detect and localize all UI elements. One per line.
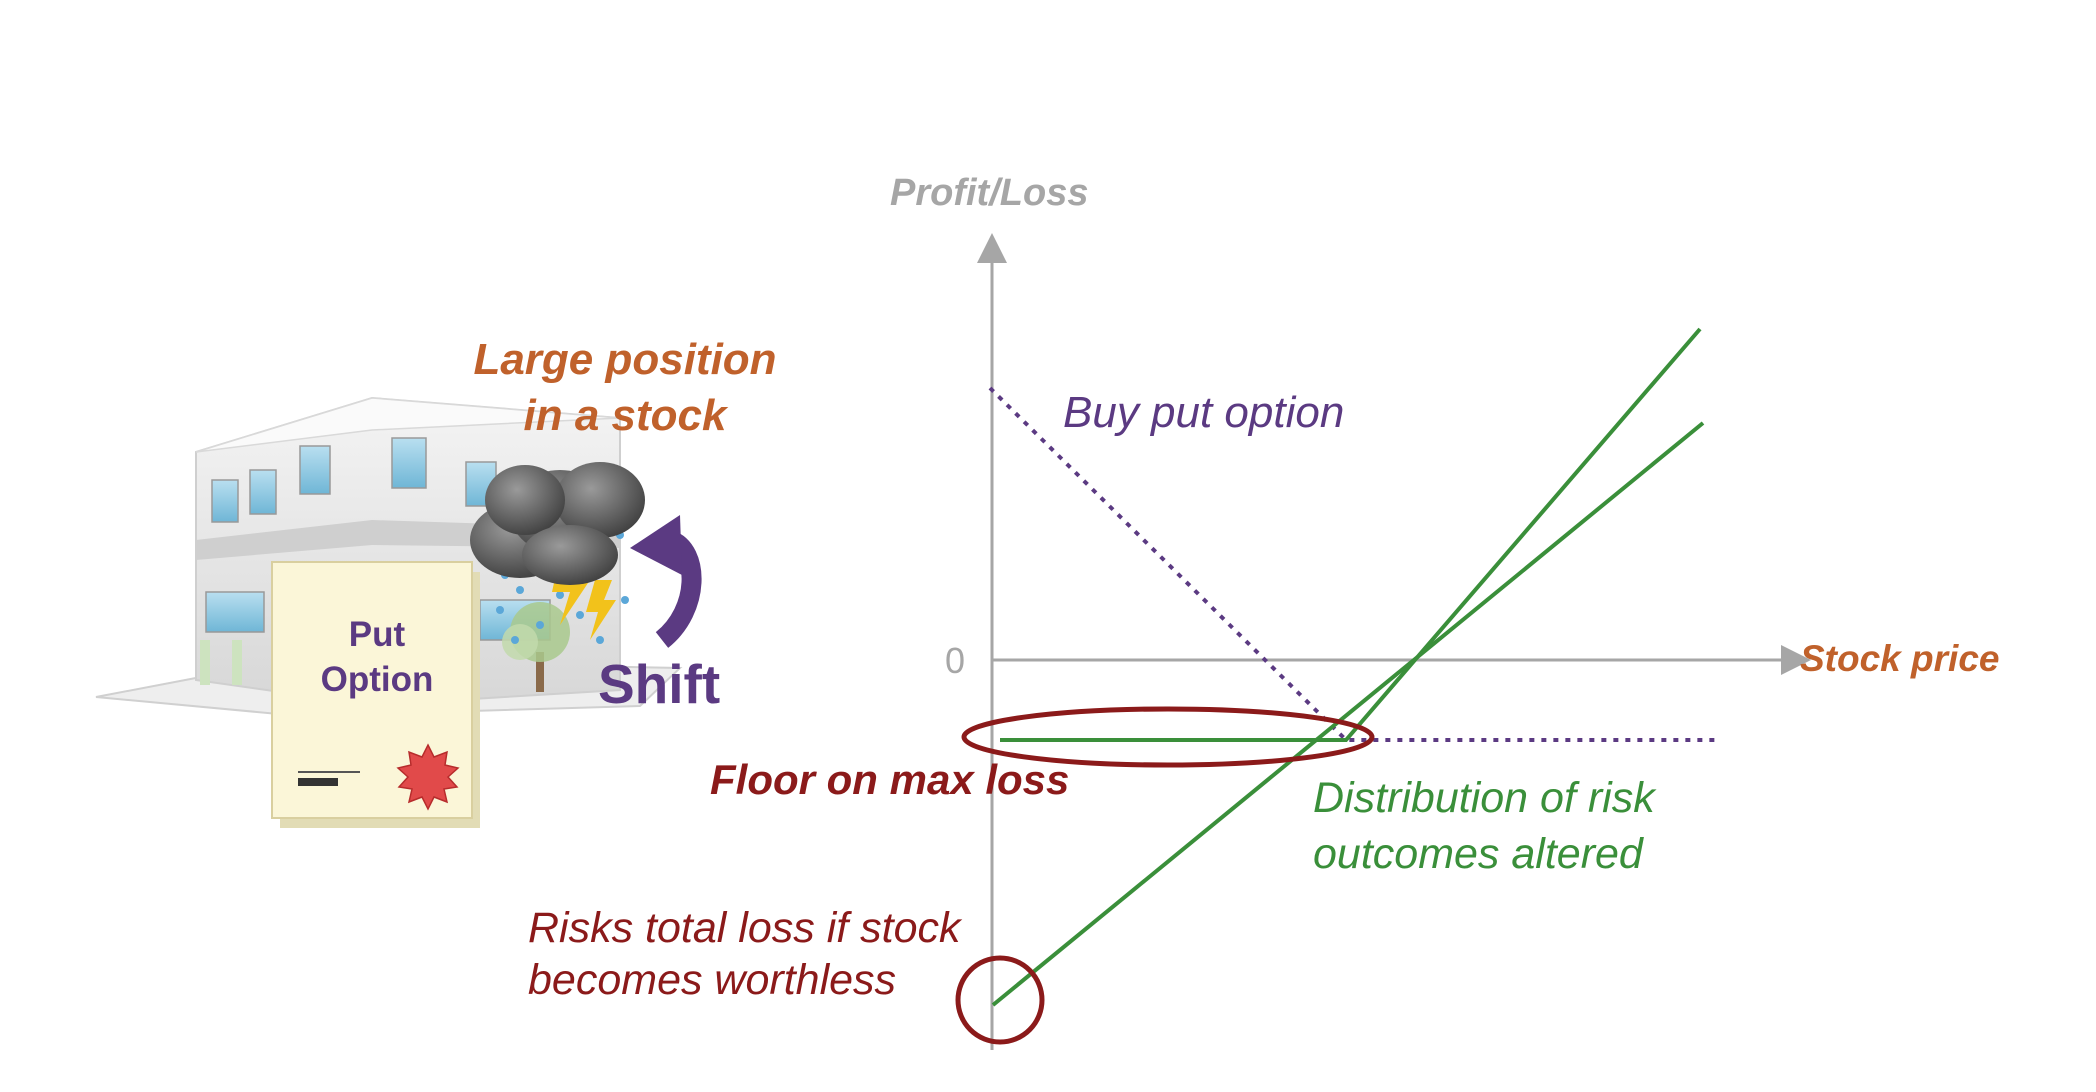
- protected-payoff-line: [1000, 327, 1702, 742]
- x-axis-label: Stock price: [1800, 638, 2000, 679]
- risk-line-1: Risks total loss if stock: [528, 904, 961, 952]
- put-option-document-label: Put Option: [298, 612, 456, 702]
- illustration-title: Large position in a stock: [460, 332, 790, 444]
- tree-icon: [502, 602, 570, 692]
- buy-put-label: Buy put option: [1063, 388, 1345, 437]
- distribution-label: Distribution of risk outcomes altered: [1313, 770, 1655, 882]
- y-axis-label: Profit/Loss: [890, 172, 1089, 214]
- zero-price-circle: [955, 955, 1045, 1045]
- stock-payoff-line: [991, 421, 1705, 1007]
- distribution-line-2: outcomes altered: [1313, 830, 1643, 878]
- seal-icon: [396, 743, 460, 811]
- put-option-line-1: Put: [348, 615, 406, 654]
- illustration-title-line-1: Large position: [473, 335, 777, 384]
- floor-label: Floor on max loss: [710, 756, 1070, 803]
- zero-tick-label: 0: [945, 640, 966, 681]
- put-payoff-line: [988, 386, 1716, 742]
- storm-cloud-icon: [470, 462, 645, 585]
- risk-line-2: becomes worthless: [528, 956, 897, 1004]
- shift-label: Shift: [598, 653, 721, 715]
- risk-label: Risks total loss if stock becomes worthl…: [528, 902, 961, 1006]
- distribution-line-1: Distribution of risk: [1313, 774, 1655, 822]
- curved-arrow-icon: [630, 515, 702, 648]
- illustration-title-line-2: in a stock: [523, 391, 727, 440]
- put-option-line-2: Option: [320, 660, 434, 699]
- floor-ellipse: [961, 706, 1375, 768]
